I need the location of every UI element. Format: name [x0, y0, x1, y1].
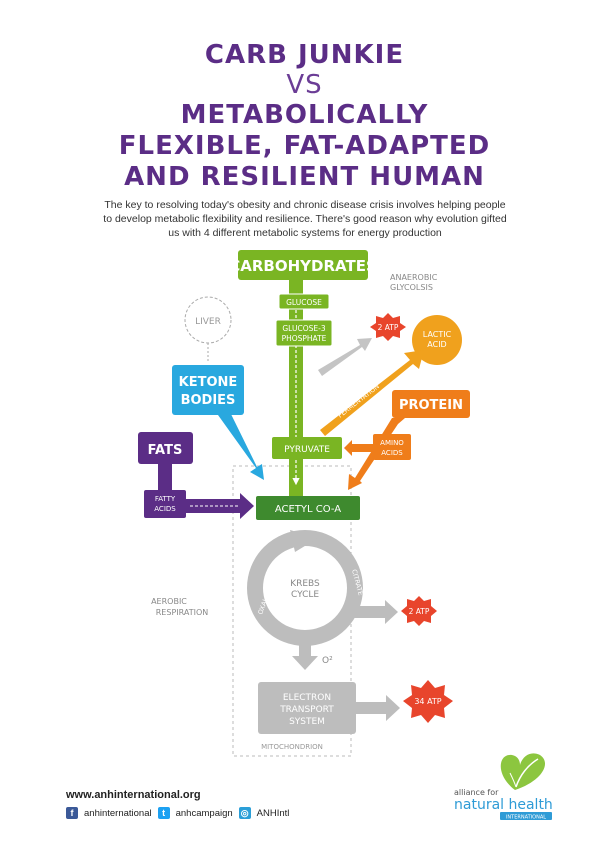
ketone-box — [172, 365, 244, 415]
amino-label-2: ACIDS — [381, 449, 403, 457]
glucose3-box — [275, 319, 333, 347]
pyruvate-label: PYRUVATE — [284, 445, 330, 455]
fats-box — [138, 432, 193, 464]
acetyl-coa-box — [256, 496, 360, 520]
aerobic-label: AEROBIC — [151, 597, 187, 606]
fatty-label-1: FATTY — [155, 495, 176, 503]
fermentation-label: FERMENTATION — [336, 382, 381, 419]
mitochondrion-label: MITOCHONDRION — [261, 743, 323, 751]
krebs-to-atp-arrow — [345, 600, 398, 624]
intro-text: The key to resolving today's obesity and… — [103, 199, 507, 239]
facebook-handle[interactable]: anhinternational — [84, 807, 152, 819]
acetyl-coa-label: ACETYL CO-A — [275, 504, 341, 515]
etc-label-2: TRANSPORT — [279, 705, 334, 715]
lactic-label-1: LACTIC — [423, 330, 452, 339]
atp-star-bottom — [403, 680, 453, 723]
protein-box — [392, 390, 470, 418]
atp-2-label-middle: 2 ATP — [409, 607, 430, 616]
ketone-arrow — [218, 408, 264, 480]
anh-logo: alliance for natural health INTERNATIONA… — [454, 753, 553, 821]
title-line-4: FLEXIBLE, FAT-ADAPTED — [118, 131, 491, 161]
fatty-acids-box — [144, 490, 186, 518]
ets-to-atp-arrow — [356, 695, 400, 721]
fats-connector — [158, 464, 172, 490]
lactic-acid-circle — [412, 315, 462, 365]
electron-transport-box — [258, 682, 356, 734]
atp-2-label-top: 2 ATP — [378, 323, 399, 332]
ketone-label-2: BODIES — [181, 393, 236, 408]
website-link[interactable]: www.anhinternational.org — [66, 789, 201, 801]
oxygen-label: O² — [322, 656, 333, 666]
atp-34-label: 34 ATP — [414, 697, 441, 706]
arrow-to-2atp — [318, 338, 372, 376]
title-line-5: AND RESILIENT HUMAN — [124, 162, 485, 192]
glucose-label: GLUCOSE — [286, 298, 322, 307]
heart-leaf-icon — [500, 753, 546, 790]
amino-label-1: AMINO — [380, 439, 404, 447]
glucose3-label-1: GLUCOSE-3 — [282, 324, 325, 333]
respiration-label: RESPIRATION — [156, 608, 209, 617]
logo-line-2: natural health — [454, 797, 553, 813]
fats-label: FATS — [148, 443, 183, 458]
anaerobic-label: ANAEROBIC — [390, 273, 438, 282]
title-line-1: CARB JUNKIE — [204, 40, 405, 70]
fatty-label-2: ACIDS — [154, 505, 176, 513]
atp-star-top — [370, 313, 406, 341]
facebook-icon[interactable]: f — [66, 807, 78, 819]
amino-to-pyruvate-arrow — [344, 440, 373, 456]
fermentation-arrow — [320, 350, 424, 436]
krebs-cycle-arrowhead — [290, 530, 318, 552]
etc-label-3: SYSTEM — [289, 717, 325, 727]
protein-label: PROTEIN — [399, 398, 463, 413]
krebs-label-2: CYCLE — [291, 590, 319, 600]
amino-acids-box — [373, 434, 411, 460]
carbohydrates-box — [238, 250, 368, 280]
glycolysis-label: GLYCOLSIS — [390, 283, 433, 292]
lactic-label-2: ACID — [427, 340, 446, 349]
pyruvate-box — [272, 437, 342, 459]
krebs-to-ets-arrow — [292, 638, 318, 670]
krebs-label-1: KREBS — [290, 579, 320, 589]
etc-label-1: ELECTRON — [283, 693, 331, 703]
social-links: f anhinternational t anhcampaign ◎ ANHIn… — [66, 807, 289, 819]
twitter-icon[interactable]: t — [157, 807, 170, 819]
glucose3-label-2: PHOSPHATE — [282, 334, 327, 343]
logo-line-3: INTERNATIONAL — [506, 815, 546, 821]
instagram-icon[interactable]: ◎ — [238, 807, 251, 819]
atp-star-middle — [401, 596, 437, 626]
logo-line-1: alliance for — [454, 788, 499, 797]
carbohydrates-label: CARBOHYDRATES — [229, 257, 377, 275]
title-vs: VS — [286, 70, 323, 100]
glucose-box — [278, 293, 330, 310]
liver-label: LIVER — [195, 317, 221, 327]
instagram-handle[interactable]: ANHIntl — [256, 807, 290, 819]
ketone-label-1: KETONE — [179, 375, 238, 390]
title-line-3: METABOLICALLY — [180, 100, 429, 130]
twitter-handle[interactable]: anhcampaign — [175, 807, 233, 819]
title-block: METABOLICALLY FLEXIBLE, FAT-ADAPTED AND … — [0, 100, 609, 193]
